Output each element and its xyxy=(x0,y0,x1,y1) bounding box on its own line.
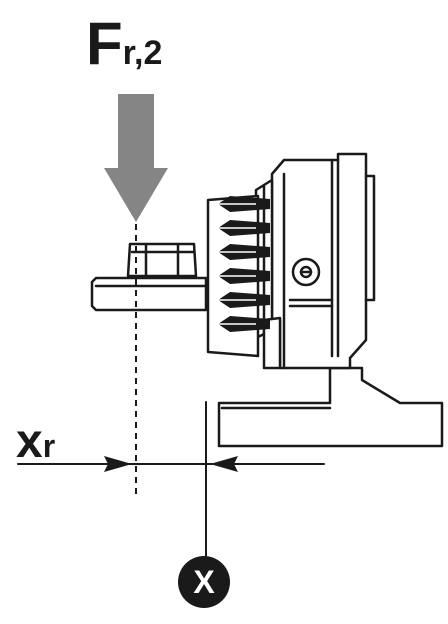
force-label-subscript: r,2 xyxy=(122,34,163,72)
output-shaft xyxy=(90,276,208,312)
distance-label-symbol: x xyxy=(16,415,43,468)
reference-marker-label: X xyxy=(193,564,215,600)
motor-housing xyxy=(270,152,376,370)
dimension-arrow-left xyxy=(104,456,132,472)
force-label-symbol: F xyxy=(86,10,123,77)
distance-label-subscript: r xyxy=(42,428,56,464)
cooling-fins xyxy=(212,196,270,332)
dimension-arrow-right xyxy=(210,456,238,472)
force-arrow xyxy=(104,94,168,222)
distance-label: xr xyxy=(16,418,55,466)
reference-marker xyxy=(178,556,230,608)
hex-nut xyxy=(126,242,198,278)
housing-foot xyxy=(262,316,282,370)
force-label: Fr,2 xyxy=(86,14,162,74)
